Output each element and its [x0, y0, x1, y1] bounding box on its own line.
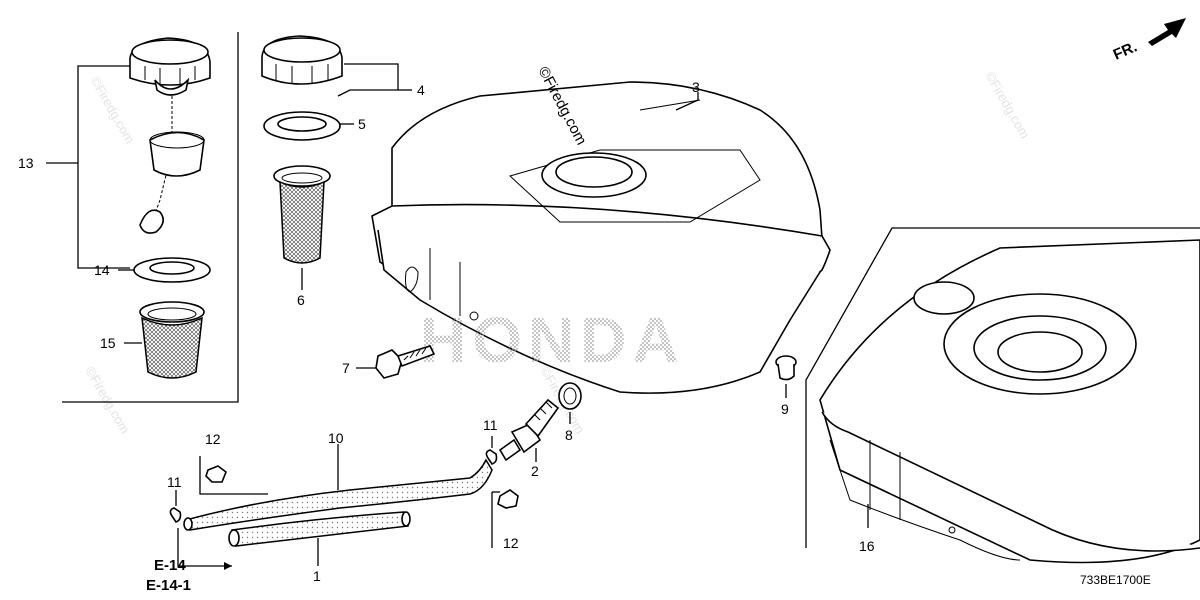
direction-label: FR.: [1111, 38, 1140, 63]
callout-16: 16: [859, 538, 875, 554]
fuel-cap-13-top: [131, 39, 209, 65]
callout-13: 13: [18, 155, 34, 171]
grommet-9: 9: [775, 355, 797, 417]
fuel-valve-2: 2: [498, 398, 560, 479]
o-ring-8: 8: [558, 382, 582, 443]
filter-6: [279, 180, 325, 264]
callout-5: 5: [358, 116, 366, 132]
callout-10: 10: [328, 430, 344, 446]
callout-2: 2: [531, 463, 539, 479]
watermark-3: ©Firedg.com: [82, 364, 132, 436]
filler-group: 4 5 6: [261, 35, 425, 308]
filter-6-top: [273, 165, 331, 187]
cap-retainer: [149, 131, 205, 177]
callout-11-lower: 11: [167, 474, 182, 490]
fuel-tank-3: [371, 81, 831, 394]
cap-assembly-group: 13 14 15: [18, 32, 239, 403]
brand-watermark: HONDA: [420, 304, 685, 376]
callout-3: 3: [692, 79, 700, 95]
clamp-12-right: 12: [491, 489, 519, 551]
cap-group-frame: [62, 32, 239, 403]
filter-15: [141, 316, 203, 379]
ref-link-e-14[interactable]: E-14: [154, 557, 186, 574]
callout-15: 15: [100, 335, 116, 351]
watermark-2: ©Firedg.com: [982, 69, 1032, 141]
callout-7: 7: [342, 360, 350, 376]
callout-9: 9: [781, 401, 789, 417]
fuel-tube-10: 10: [183, 430, 493, 531]
inset-view-16: 16: [805, 227, 1200, 564]
arrow-icon: [1148, 18, 1186, 46]
bracket-13-14: [77, 65, 130, 269]
callout-11-upper: 11: [483, 417, 498, 433]
clip-11-upper: 11: [483, 417, 498, 465]
callout-1: 1: [313, 568, 321, 584]
fuel-tube-1: 1: [228, 511, 411, 584]
callout-8: 8: [565, 427, 573, 443]
watermark-1: ©Firedg.com: [87, 74, 137, 146]
callout-12-left: 12: [205, 431, 221, 447]
callout-4: 4: [417, 82, 425, 98]
drawing-code: 733BE1700E: [1080, 573, 1151, 587]
bolt-7: 7: [342, 345, 436, 379]
filter-15-top: [139, 301, 205, 323]
ref-links[interactable]: E-14 E-14-1: [146, 528, 232, 594]
callout-14: 14: [94, 262, 110, 278]
callout-12-right: 12: [503, 535, 519, 551]
ref-link-e-14-1[interactable]: E-14-1: [146, 577, 191, 594]
front-direction-indicator: FR.: [1111, 18, 1186, 64]
callout-6: 6: [297, 292, 305, 308]
clamp-12-left: 12: [199, 431, 268, 495]
clip-11-lower: 11: [167, 474, 182, 523]
